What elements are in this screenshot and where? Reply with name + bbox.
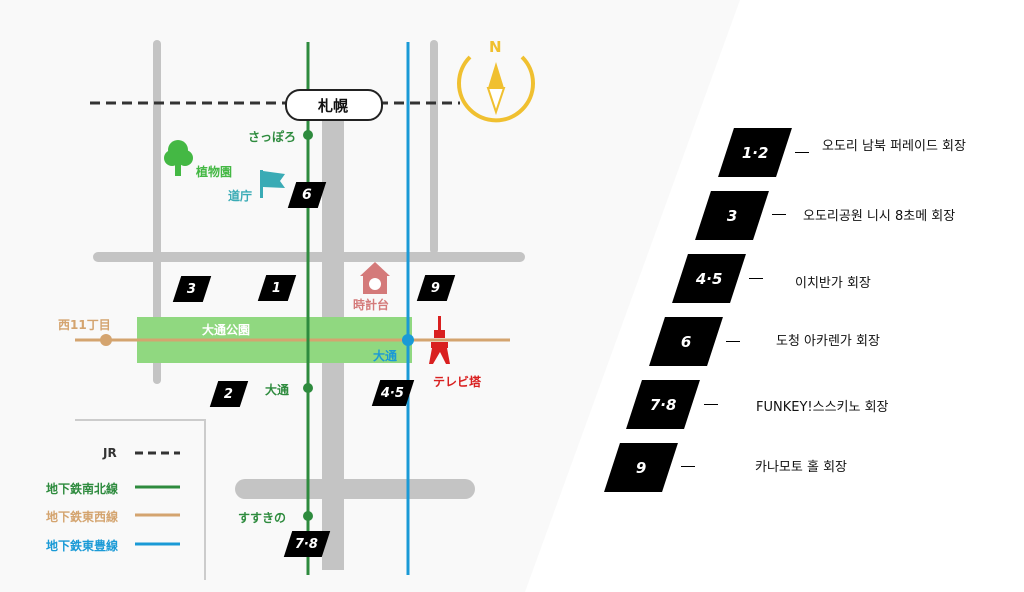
- nishi11-label: 西11丁目: [58, 318, 111, 332]
- compass-n-label: N: [489, 38, 502, 56]
- venue-dash: [772, 214, 786, 215]
- susukino-label: すすきの: [238, 511, 287, 525]
- odori-station-label: 大通: [265, 383, 290, 397]
- venue-dash: [681, 466, 695, 467]
- nishi11-dot: [100, 334, 112, 346]
- odori-toho-dot: [402, 334, 414, 346]
- dochou-label: 道庁: [228, 189, 253, 203]
- susukino-station-dot: [303, 511, 313, 521]
- legend-lines: [135, 451, 180, 546]
- sapporo-jr-label: 札幌: [318, 97, 349, 115]
- venue-name: 도청 아카렌가 회장: [776, 334, 880, 349]
- sapporo-station-label: さっぽろ: [248, 130, 297, 144]
- legend-namboku: 地下鉄南北線: [46, 482, 119, 496]
- venue-name: FUNKEY!스스키노 회장: [756, 400, 889, 415]
- clocktower-icon: [360, 262, 390, 294]
- tree-icon: [164, 140, 193, 176]
- venue-name: 카나모토 홀 회장: [755, 460, 847, 475]
- venue-dash: [704, 404, 718, 405]
- venue-dash: [726, 341, 740, 342]
- venue-dash: [749, 278, 763, 279]
- odori-station-dot: [303, 383, 313, 393]
- legend-border: [75, 419, 206, 580]
- sapporo-station-dot: [303, 130, 313, 140]
- venue-name: 이치반가 회장: [795, 276, 871, 291]
- venue-dash: [795, 152, 809, 153]
- tvtower-label: テレビ塔: [433, 375, 482, 389]
- legend-toho: 地下鉄東豊線: [46, 539, 119, 553]
- tvtower-icon: [429, 316, 450, 364]
- venue-name: 오도리공원 니시 8초메 회장: [803, 209, 956, 224]
- botanical-label: 植物園: [196, 165, 233, 179]
- legend-jr: JR: [103, 446, 117, 460]
- clocktower-label: 時計台: [353, 298, 390, 312]
- flag-icon: [260, 170, 285, 198]
- legend-tozai: 地下鉄東西線: [46, 510, 119, 524]
- park-label: 大通公園: [202, 323, 251, 337]
- odori-toho-label: 大通: [373, 349, 398, 363]
- sapporo-pill: [285, 89, 383, 121]
- venue-name: 오도리 남북 퍼레이드 회장: [822, 139, 966, 154]
- compass-icon: [457, 55, 535, 123]
